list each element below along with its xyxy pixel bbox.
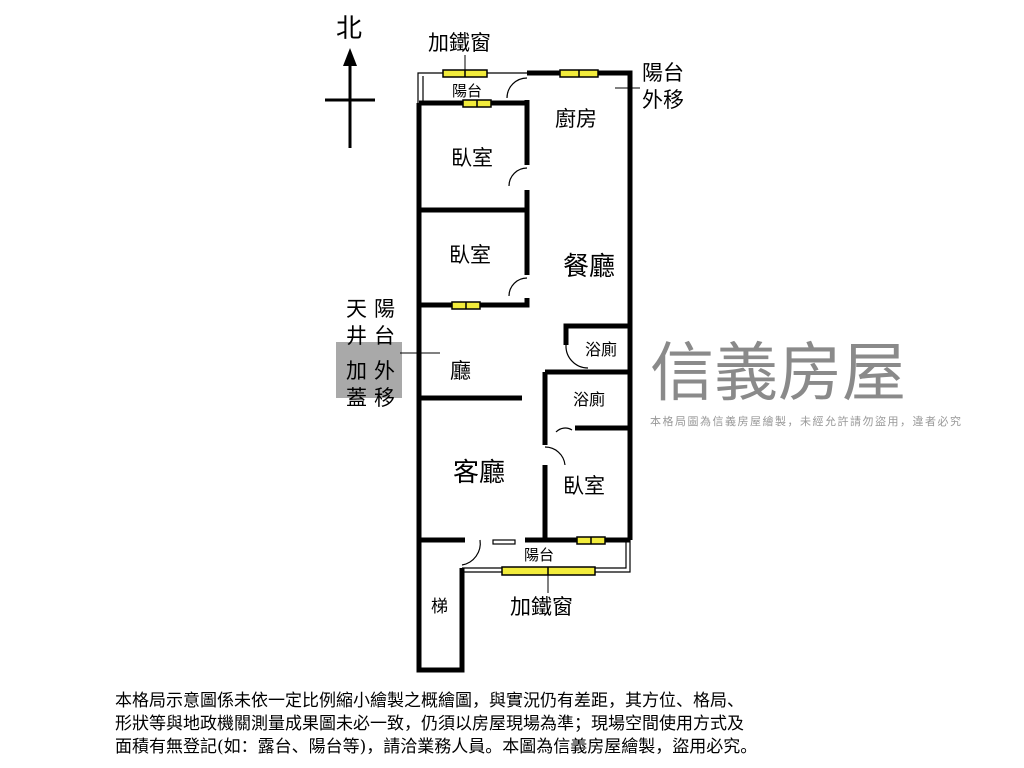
- label-iron-window-top: 加鐵窗: [428, 31, 491, 55]
- watermark-notice: 本格局圖為信義房屋繪製，未經允許請勿盜用，違者必究: [650, 414, 963, 428]
- label-patio-c2-2: 台: [374, 324, 395, 348]
- label-patio-c2-1: 陽: [374, 297, 395, 321]
- label-bedroom-2: 臥室: [449, 243, 491, 267]
- leader-lines: [400, 55, 640, 593]
- label-dining: 餐廳: [563, 252, 615, 282]
- label-balcony-top: 陽台: [452, 82, 482, 100]
- label-patio-c1-1: 天: [346, 297, 367, 321]
- watermark-logo-icon: [336, 342, 402, 398]
- label-bathroom-2: 浴廁: [573, 390, 605, 409]
- label-patio-c2-3: 外: [374, 359, 395, 383]
- label-patio-c1-4: 蓋: [346, 386, 367, 410]
- watermark: 信義房屋 本格局圖為信義房屋繪製，未經允許請勿盜用，違者必究: [336, 337, 963, 428]
- disclaimer-line: 本格局示意圖係未依一定比例縮小繪製之概繪圖，與實況仍有差距，其方位、格局、: [115, 691, 744, 711]
- label-balcony-moved-1: 陽台: [642, 61, 684, 85]
- label-iron-window-bottom: 加鐵窗: [510, 595, 573, 619]
- disclaimer-line: 面積有無登記(如：露台、陽台等)，請洽業務人員。本圖為信義房屋繪製，盜用必究。: [115, 737, 758, 757]
- label-patio-c2-4: 移: [374, 386, 395, 410]
- label-patio-c1-3: 加: [346, 359, 367, 383]
- doors: [461, 77, 589, 566]
- north-arrow-icon: [325, 48, 375, 148]
- compass-label: 北: [336, 14, 362, 44]
- label-balcony-moved-2: 外移: [642, 88, 684, 112]
- label-bedroom-3: 臥室: [563, 474, 605, 498]
- label-balcony-bottom: 陽台: [524, 546, 554, 564]
- disclaimer: 本格局示意圖係未依一定比例縮小繪製之概繪圖，與實況仍有差距，其方位、格局、 形狀…: [115, 690, 935, 759]
- watermark-brand: 信義房屋: [650, 337, 906, 411]
- label-hall: 廳: [450, 359, 471, 383]
- label-living-room: 客廳: [453, 458, 505, 488]
- label-kitchen: 廚房: [555, 107, 597, 131]
- label-bathroom-1: 浴廁: [585, 340, 617, 359]
- label-stairs: 梯: [431, 597, 448, 617]
- label-bedroom-1: 臥室: [451, 146, 493, 170]
- disclaimer-line: 形狀等與地政機關測量成果圖未必一致，仍須以房屋現場為準；現場空間使用方式及: [115, 714, 744, 734]
- label-patio-c1-2: 井: [346, 324, 367, 348]
